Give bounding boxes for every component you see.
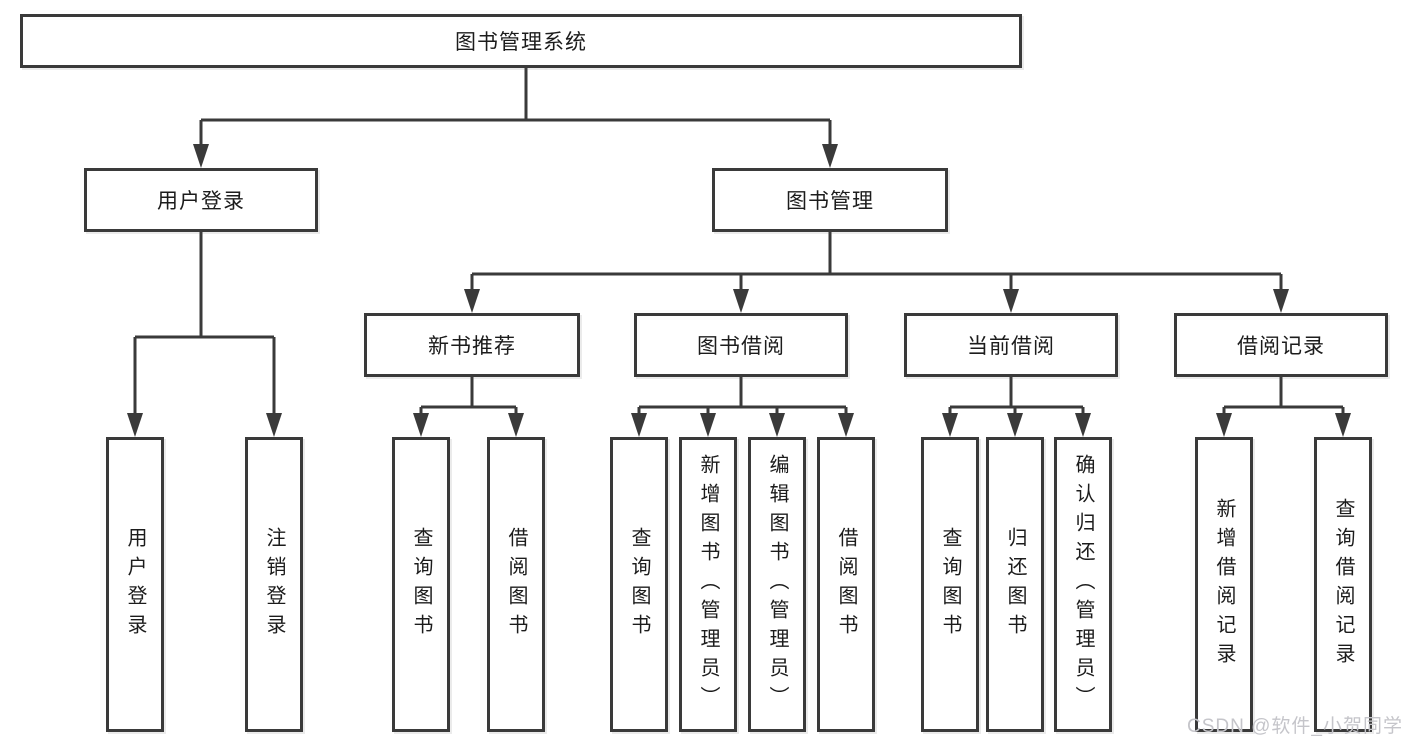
node-leaf-add-book-admin: 新增图书（管理员） — [679, 437, 737, 732]
node-new-book-recommend: 新书推荐 — [364, 313, 580, 377]
node-leaf-query-books-recommend: 查询图书 — [392, 437, 450, 732]
arrowheads — [127, 144, 1351, 437]
node-leaf-query-borrow-record: 查询借阅记录 — [1314, 437, 1372, 732]
node-leaf-edit-book-admin: 编辑图书（管理员） — [748, 437, 806, 732]
node-leaf-query-books-current: 查询图书 — [921, 437, 979, 732]
connector-paths — [133, 68, 1345, 415]
node-leaf-borrow-books-recommend: 借阅图书 — [487, 437, 545, 732]
node-leaf-user-login: 用户登录 — [106, 437, 164, 732]
node-leaf-logout: 注销登录 — [245, 437, 303, 732]
node-borrowing-records: 借阅记录 — [1174, 313, 1388, 377]
node-leaf-confirm-return-admin: 确认归还（管理员） — [1054, 437, 1112, 732]
node-leaf-borrow-books-borrowing: 借阅图书 — [817, 437, 875, 732]
node-leaf-return-book: 归还图书 — [986, 437, 1044, 732]
csdn-watermark: CSDN @软件_小贺同学 — [1187, 716, 1403, 737]
node-root-system: 图书管理系统 — [20, 14, 1022, 68]
node-current-borrowing: 当前借阅 — [904, 313, 1118, 377]
node-leaf-add-borrow-record: 新增借阅记录 — [1195, 437, 1253, 732]
node-book-management: 图书管理 — [712, 168, 948, 232]
node-book-borrowing: 图书借阅 — [634, 313, 848, 377]
node-user-login: 用户登录 — [84, 168, 318, 232]
node-leaf-query-books-borrowing: 查询图书 — [610, 437, 668, 732]
